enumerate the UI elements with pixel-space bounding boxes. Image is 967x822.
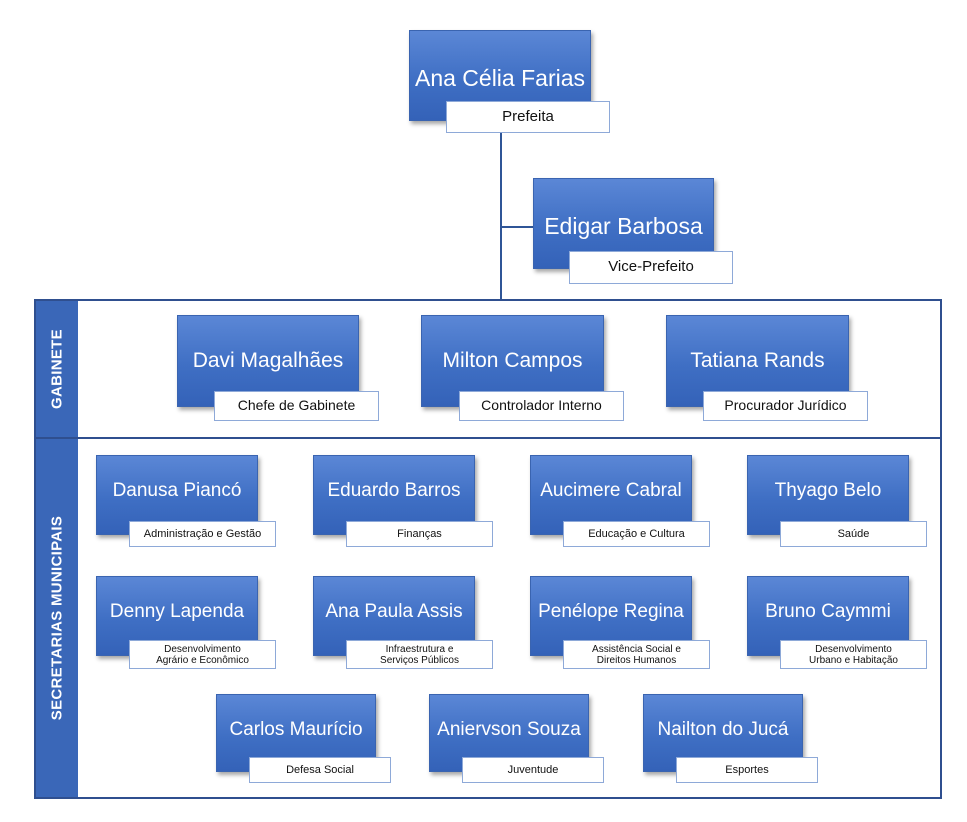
mayor-role: Prefeita	[446, 101, 610, 133]
member-name: Denny Lapenda	[109, 601, 245, 622]
connector-vertical	[500, 133, 502, 300]
member-role: Defesa Social	[249, 757, 391, 783]
member-role: Controlador Interno	[459, 391, 624, 421]
member-role: Desenvolvimento Agrário e Econômico	[129, 640, 276, 669]
member-name: Eduardo Barros	[327, 480, 461, 501]
secretarias-title: SECRETARIAS MUNICIPAIS	[48, 515, 66, 721]
member-role-line2: Agrário e Econômico	[156, 654, 249, 666]
vice-mayor-role: Vice-Prefeito	[569, 251, 733, 284]
member-name: Aniervson Souza	[437, 719, 581, 740]
member-role-line1: Desenvolvimento	[815, 643, 892, 655]
member-name: Ana Paula Assis	[325, 601, 463, 622]
member-role: Desenvolvimento Urbano e Habitação	[780, 640, 927, 669]
member-role-line1: Infraestrutura e	[385, 643, 454, 655]
member-name: Bruno Caymmi	[765, 601, 891, 622]
member-role-line2: Urbano e Habitação	[809, 654, 898, 666]
member-role: Administração e Gestão	[129, 521, 276, 547]
member-role: Educação e Cultura	[563, 521, 710, 547]
member-role: Procurador Jurídico	[703, 391, 868, 421]
vice-mayor-name: Edigar Barbosa	[544, 213, 703, 239]
member-name: Danusa Piancó	[112, 480, 242, 501]
secretarias-sidebar: SECRETARIAS MUNICIPAIS	[36, 439, 78, 797]
member-role: Assistência Social e Direitos Humanos	[563, 640, 710, 669]
gabinete-title: GABINETE	[48, 329, 66, 409]
mayor-name: Ana Célia Farias	[414, 65, 586, 91]
member-role: Juventude	[462, 757, 604, 783]
secretarias-panel	[34, 437, 942, 799]
member-role: Saúde	[780, 521, 927, 547]
member-role-line2: Direitos Humanos	[596, 654, 677, 666]
member-role-line2: Serviços Públicos	[380, 654, 459, 666]
member-name: Carlos Maurício	[229, 719, 363, 740]
connector-vice	[500, 226, 533, 228]
member-name: Nailton do Jucá	[657, 719, 789, 740]
member-role: Finanças	[346, 521, 493, 547]
member-role-line1: Assistência Social e	[592, 643, 681, 655]
gabinete-sidebar: GABINETE	[36, 301, 78, 437]
member-role-line1: Desenvolvimento	[164, 643, 241, 655]
member-role: Chefe de Gabinete	[214, 391, 379, 421]
member-role: Esportes	[676, 757, 818, 783]
member-name: Tatiana Rands	[690, 349, 825, 372]
member-role: Infraestrutura e Serviços Públicos	[346, 640, 493, 669]
member-name: Aucimere Cabral	[540, 480, 682, 501]
member-name: Milton Campos	[442, 349, 583, 372]
member-name: Davi Magalhães	[192, 349, 344, 372]
member-name: Penélope Regina	[538, 601, 684, 622]
member-name: Thyago Belo	[774, 480, 882, 501]
